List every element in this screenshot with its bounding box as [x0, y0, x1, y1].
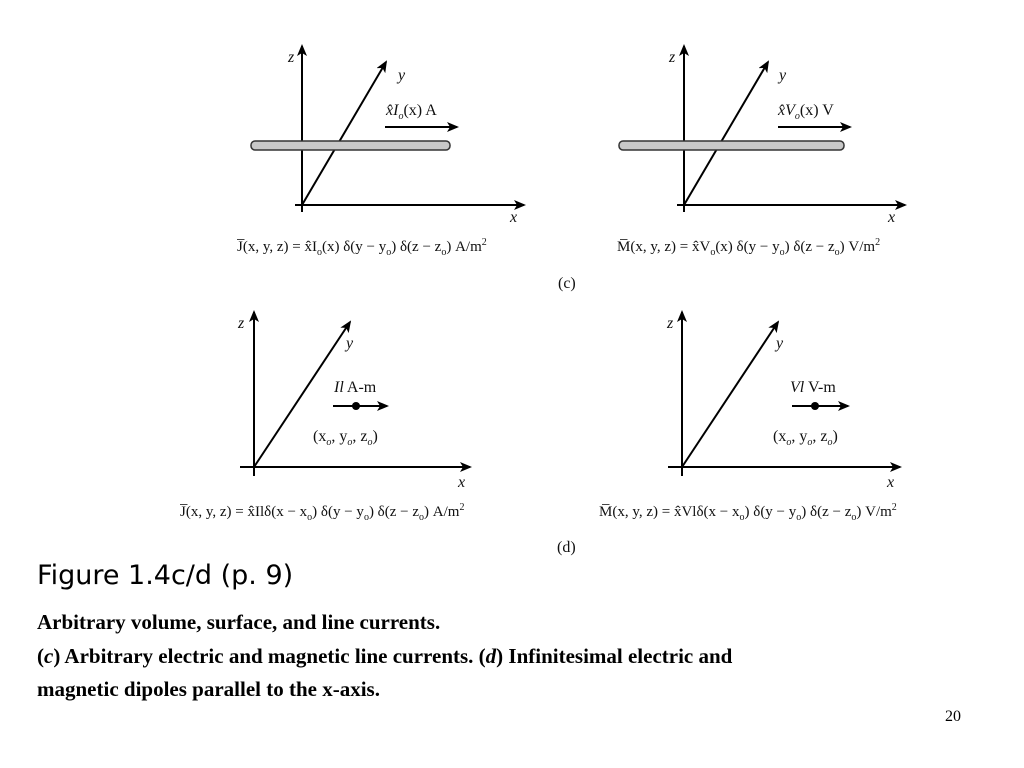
x-label: x	[886, 474, 894, 491]
panel-c-magnetic: z y x x̂Vo(x) V M̅(x, y, z) = x̂Vo(x) δ(…	[617, 44, 907, 258]
x-label: x	[887, 209, 895, 226]
dipole-moment-label: Vl V-m	[790, 379, 836, 396]
magnetic-dipole-equation: M̅(x, y, z) = x̂Vlδ(x − xo) δ(y − yo) δ(…	[599, 502, 897, 523]
z-label: z	[666, 315, 674, 332]
dipole-position-label: (xo, yo, zo)	[313, 428, 378, 448]
current-density-equation: J̅(x, y, z) = x̂Io(x) δ(y − yo) δ(z − zo…	[237, 237, 487, 258]
figure-title: Figure 1.4c/d (p. 9)	[37, 560, 294, 591]
y-axis	[253, 320, 352, 468]
y-label: y	[777, 67, 787, 84]
y-label: y	[344, 335, 354, 352]
panel-d-electric: z y x Il A-m (xo, yo, zo) J̅(x, y, z) = …	[180, 310, 472, 523]
source-label: x̂Vo(x) V	[777, 102, 834, 122]
line-current-rod	[618, 140, 845, 151]
caption-line-1: Arbitrary volume, surface, and line curr…	[37, 610, 441, 634]
panel-d-label: (d)	[557, 539, 576, 556]
magnetic-current-density-equation: M̅(x, y, z) = x̂Vo(x) δ(y − yo) δ(z − zo…	[617, 237, 880, 258]
dipole-moment-label: Il A-m	[333, 379, 377, 396]
z-label: z	[287, 49, 295, 66]
x-label: x	[509, 209, 517, 226]
y-axis	[301, 60, 388, 206]
y-label: y	[396, 67, 406, 84]
y-axis	[681, 320, 780, 468]
source-label: x̂Io(x) A	[385, 102, 437, 122]
dipole-point	[811, 402, 819, 410]
page-number: 20	[945, 708, 961, 725]
x-label: x	[457, 474, 465, 491]
y-axis	[683, 60, 770, 206]
panel-c-electric: z y x x̂Io(x) A J̅(x, y, z) = x̂Io(x) δ(…	[237, 44, 526, 258]
dipole-position-label: (xo, yo, zo)	[773, 428, 838, 448]
panel-d-magnetic: z y x Vl V-m (xo, yo, zo) M̅(x, y, z) = …	[599, 310, 902, 523]
y-label: y	[774, 335, 784, 352]
dipole-point	[352, 402, 360, 410]
panel-c-label: (c)	[558, 275, 576, 292]
z-label: z	[237, 315, 245, 332]
caption-line-2: (c) Arbitrary electric and magnetic line…	[37, 644, 733, 668]
dipole-current-density-equation: J̅(x, y, z) = x̂Ilδ(x − xo) δ(y − yo) δ(…	[180, 502, 465, 523]
z-label: z	[668, 49, 676, 66]
line-current-rod	[250, 140, 451, 151]
caption-line-3: magnetic dipoles parallel to the x-axis.	[37, 677, 380, 701]
